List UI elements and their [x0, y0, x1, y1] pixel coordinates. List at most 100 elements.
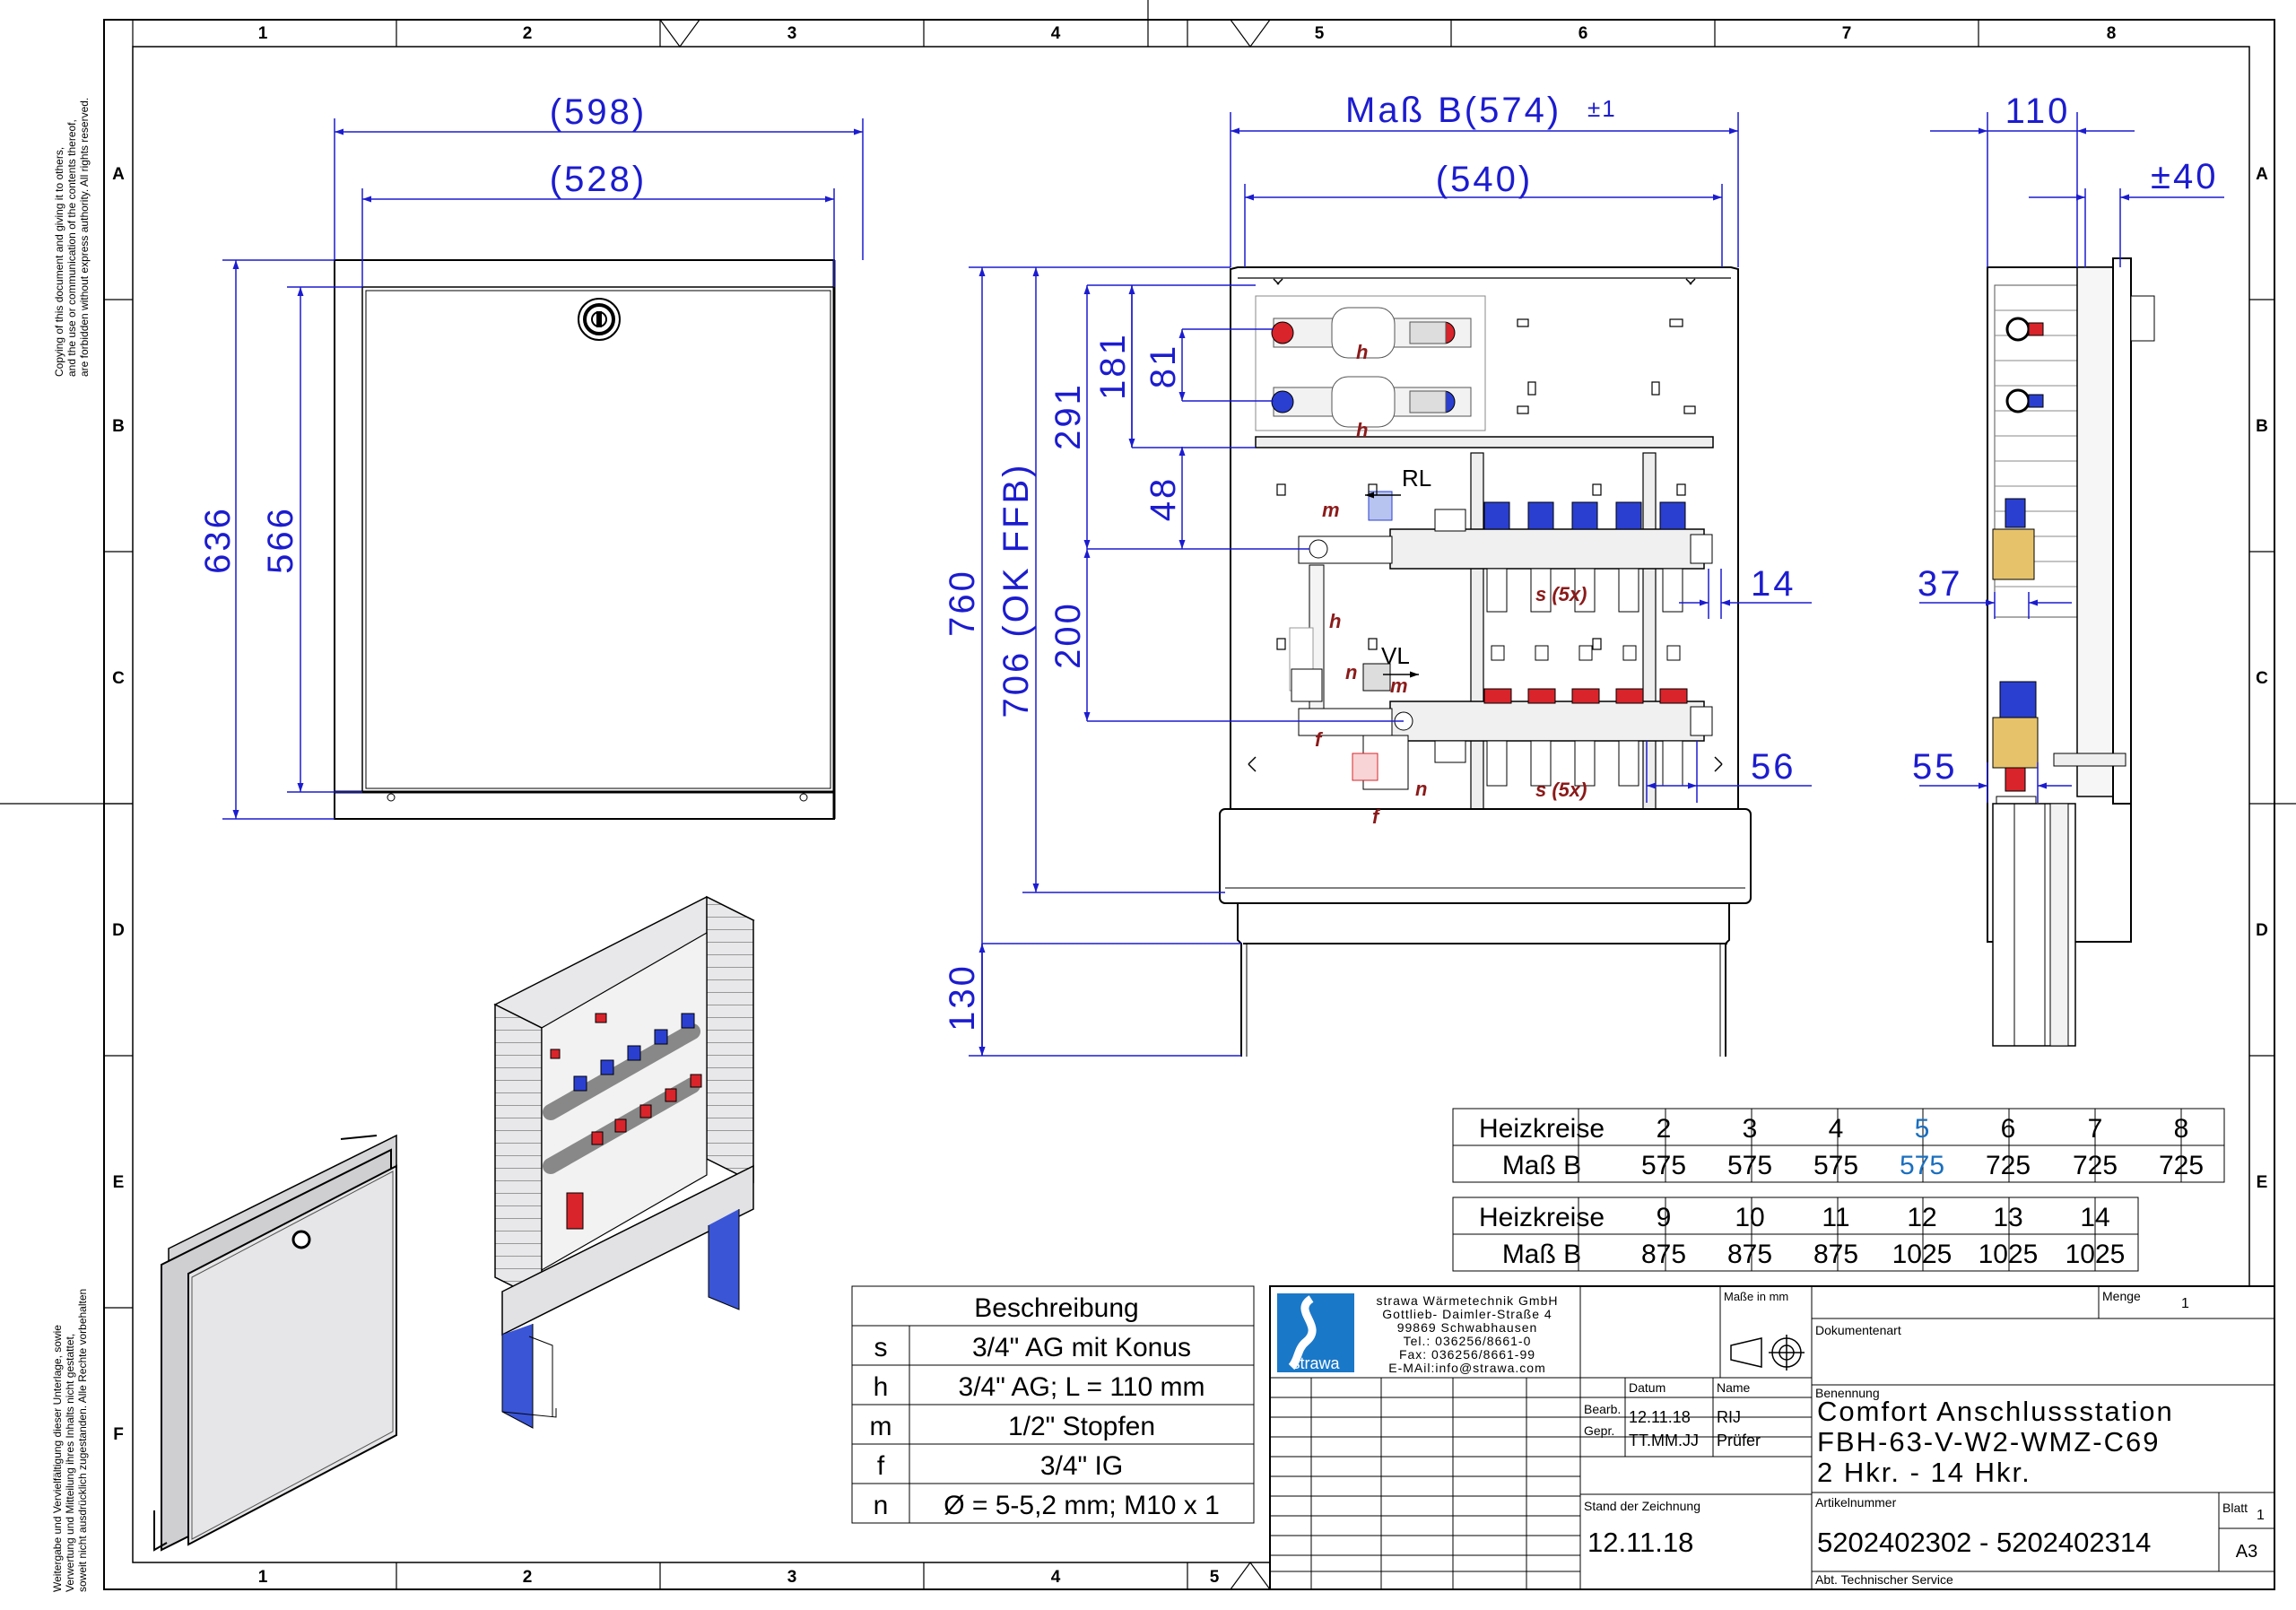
label-m-return: m: [1322, 499, 1340, 521]
dim-width-540: (540): [1436, 160, 1533, 199]
table2-circuit-cell: 14: [2080, 1203, 2109, 1232]
row-label-left: A: [112, 165, 125, 184]
svg-text:Weitergabe und Vervielfältigun: Weitergabe und Vervielfältigung dieser U…: [51, 1325, 64, 1592]
drawing-date: 12.11.18: [1587, 1527, 1693, 1558]
article-number: 5202402302 - 5202402314: [1817, 1527, 2151, 1558]
upper-ball-valve-red: [1271, 307, 1472, 359]
label-name: Name: [1717, 1380, 1751, 1395]
legend-key: h: [874, 1372, 889, 1402]
legend-key: f: [877, 1451, 885, 1481]
dim-height-706: 706 (OK FFB): [996, 463, 1036, 718]
table1-circuit-cell: 7: [2088, 1114, 2103, 1144]
size-table-2: Heizkreise Maß B 9 10 11 12 13 14 875 87…: [1452, 1197, 2139, 1272]
row-label-left: E: [113, 1173, 125, 1192]
col-label-bottom: 4: [1051, 1568, 1061, 1587]
title-block: strawa strawa Wärmetechnik GmbH Gottlieb…: [1269, 1285, 2275, 1590]
company-line: Tel.: 036256/8661-0: [1404, 1334, 1532, 1348]
dim-181: 181: [1093, 332, 1133, 400]
legend-desc: 1/2" Stopfen: [1008, 1412, 1155, 1441]
company-line: Fax: 036256/8661-99: [1399, 1347, 1535, 1362]
label-return-rl: RL: [1402, 465, 1431, 492]
svg-text:are forbidden without express: are forbidden without express authority.…: [78, 98, 91, 377]
col-label-top: 6: [1578, 24, 1588, 43]
label-s5x-return: s (5x): [1535, 583, 1587, 605]
table2-circuit-cell: 12: [1907, 1203, 1936, 1232]
table2-circuit-cell: 13: [1993, 1203, 2022, 1232]
company-line: E-MAil:info@strawa.com: [1388, 1361, 1545, 1375]
bearb-name: RIJ: [1717, 1408, 1741, 1426]
dim-14: 14: [1751, 564, 1796, 604]
label-n-upper: n: [1345, 661, 1357, 683]
table1-label-circuits: Heizkreise: [1479, 1114, 1605, 1144]
dim-front-height-outer: 636: [198, 506, 238, 574]
label-quantity: Menge: [2102, 1289, 2141, 1303]
table1-mass-cell-highlight: 575: [1900, 1151, 1944, 1180]
gepr-name: Prüfer: [1717, 1432, 1761, 1449]
return-outlets: [1483, 501, 1686, 613]
label-m-supply: m: [1390, 674, 1408, 697]
table1-circuit-cell: 8: [2174, 1114, 2189, 1144]
table1-mass-cell: 725: [2073, 1151, 2118, 1180]
return-manifold: [1298, 491, 1713, 570]
department: Abt. Technischer Service: [1815, 1572, 1953, 1587]
dim-width-tolerance: ±1: [1587, 95, 1617, 122]
company-line: 99869 Schwabhausen: [1397, 1320, 1538, 1335]
table1-mass-cell: 575: [1813, 1151, 1858, 1180]
table1-mass-cell: 725: [1986, 1151, 2031, 1180]
table1-circuit-cell: 2: [1657, 1114, 1672, 1144]
col-label-top: 8: [2107, 24, 2117, 43]
door-lock-icon: [578, 298, 621, 341]
designation-line: Comfort Anschlussstation: [1817, 1396, 2174, 1427]
label-h-lower: h: [1356, 419, 1368, 441]
supply-outlets: [1483, 645, 1688, 787]
dim-56: 56: [1751, 747, 1796, 787]
dim-side-110: 110: [2005, 91, 2071, 131]
table1-label-mass: Maß B: [1502, 1151, 1581, 1180]
col-label-top: 5: [1315, 24, 1325, 43]
legend-desc: 3/4" AG mit Konus: [972, 1333, 1191, 1362]
table1-mass-cell: 575: [1641, 1151, 1686, 1180]
svg-text:Verwertung und Mitteilung ihre: Verwertung und Mitteilung ihres Inhalts …: [64, 1334, 76, 1592]
label-f-lower: f: [1372, 805, 1381, 828]
label-n-lower: n: [1415, 778, 1427, 800]
label-f-upper: f: [1315, 728, 1324, 751]
svg-text:strawa: strawa: [1292, 1354, 1340, 1372]
dim-81: 81: [1144, 344, 1183, 389]
col-label-top: 7: [1842, 24, 1852, 43]
legend-key: n: [874, 1491, 889, 1520]
dim-front-width-outer: (598): [550, 92, 647, 132]
row-label-right: E: [2257, 1173, 2268, 1192]
label-drawing-date: Stand der Zeichnung: [1584, 1499, 1700, 1513]
label-supply-vl: VL: [1381, 642, 1410, 669]
table2-mass-cell: 875: [1641, 1240, 1686, 1269]
front-view: (598) (528) 636 566: [198, 92, 864, 820]
legend-title: Beschreibung: [974, 1293, 1138, 1323]
label-s5x-supply: s (5x): [1535, 779, 1587, 801]
col-label-top: 4: [1051, 24, 1061, 43]
size-table-1: Heizkreise Maß B 2 3 4 5 6 7 8 575 575 5…: [1452, 1108, 2225, 1183]
dim-side-55: 55: [1912, 747, 1958, 787]
bearb-date: 12.11.18: [1629, 1408, 1691, 1426]
copyright-note-de: Weitergabe und Vervielfältigung dieser U…: [51, 1289, 89, 1592]
label-h-upper: h: [1356, 341, 1368, 363]
col-label-top: 2: [523, 24, 533, 43]
dim-130: 130: [943, 963, 982, 1031]
dim-width-mass-b: Maß B(574): [1345, 91, 1561, 130]
isometric-cabinet: [493, 895, 755, 1429]
col-label-bottom: 5: [1210, 1568, 1220, 1587]
table2-mass-cell: 1025: [1979, 1240, 2039, 1269]
dim-side-37: 37: [1918, 564, 1963, 604]
sheet-number: 1: [2257, 1508, 2265, 1523]
quantity-value: 1: [2181, 1296, 2189, 1311]
dim-side-pm40: ±40: [2151, 157, 2218, 196]
legend-desc: 3/4" IG: [1040, 1451, 1123, 1481]
row-label-left: D: [112, 921, 125, 940]
side-view: 110 ±40 37 55: [1912, 91, 2224, 1047]
label-sheet: Blatt: [2222, 1501, 2248, 1515]
svg-text:and the use or communication o: and the use or communication of the cont…: [65, 119, 78, 377]
isometric-door: [153, 1134, 397, 1552]
row-label-right: B: [2256, 417, 2268, 436]
legend-key: m: [870, 1412, 892, 1441]
gepr-date: TT.MM.JJ: [1629, 1432, 1699, 1449]
